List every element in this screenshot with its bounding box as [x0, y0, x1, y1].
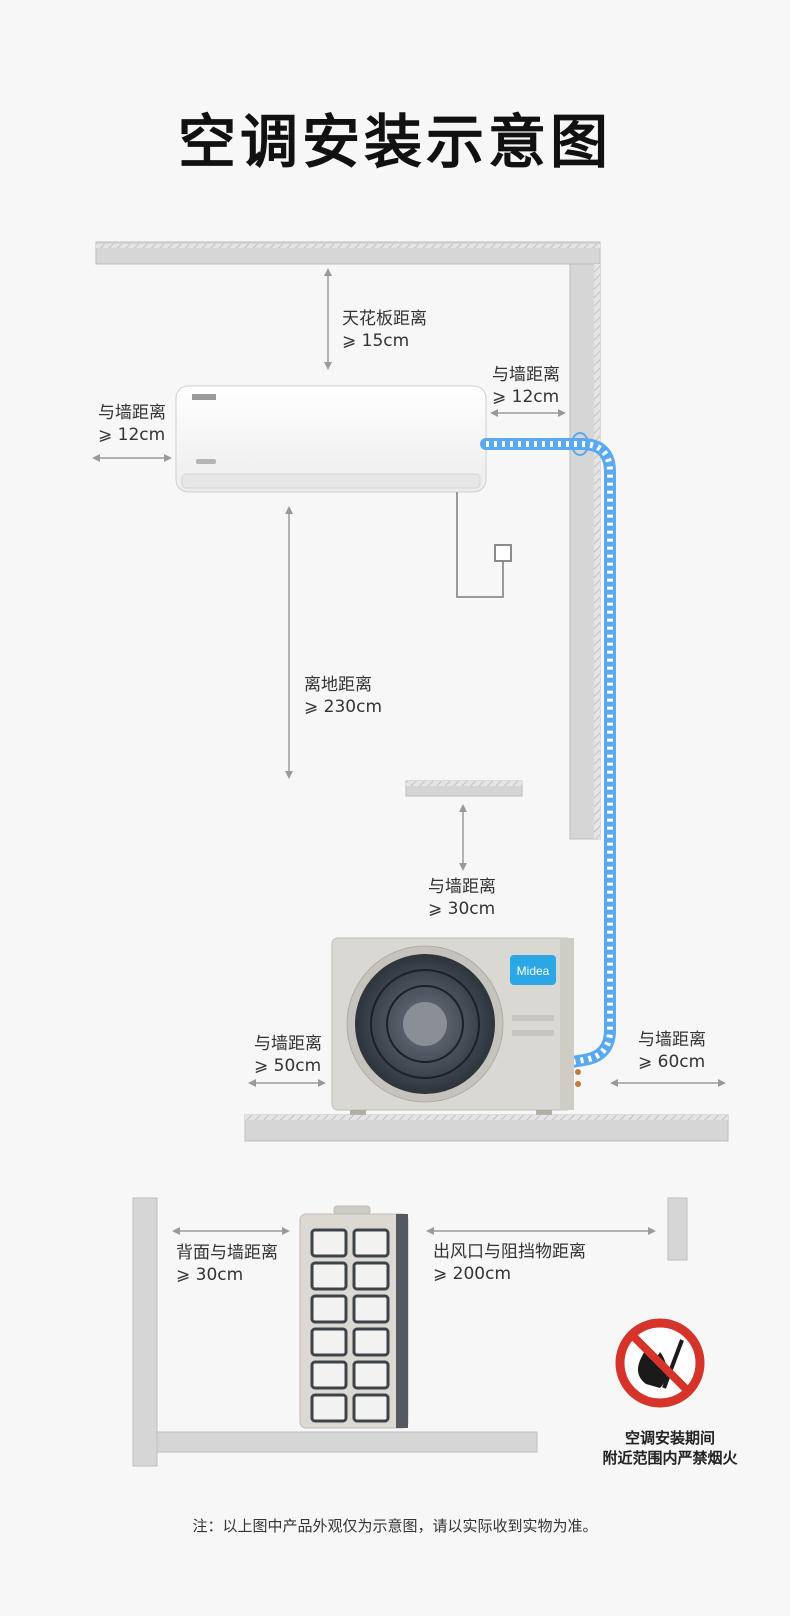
outdoor-foot-left	[350, 1110, 366, 1116]
label-outlet-distance: 出风口与阻挡物距离 ⩾ 200cm	[433, 1241, 586, 1285]
side-grille-cell	[352, 1294, 390, 1324]
warning-text: 空调安装期间 附近范围内严禁烟火	[590, 1428, 750, 1468]
label-outdoor-top-title: 与墙距离	[428, 877, 496, 897]
label-outdoor-left: 与墙距离 ⩾ 50cm	[254, 1033, 322, 1077]
side-view-obstacle	[667, 1197, 688, 1261]
side-grille-cell	[310, 1393, 348, 1423]
side-grille-cell	[310, 1327, 348, 1357]
label-indoor-right-value: ⩾ 12cm	[492, 387, 560, 407]
label-outdoor-left-value: ⩾ 50cm	[254, 1056, 322, 1076]
dimension-arrows	[92, 268, 726, 1235]
warning-line1: 空调安装期间	[624, 1429, 715, 1447]
drain-and-socket	[456, 492, 512, 598]
label-floor-distance: 离地距离 ⩾ 230cm	[304, 674, 382, 718]
label-floor-value: ⩾ 230cm	[304, 697, 383, 717]
side-view-back-wall	[132, 1197, 158, 1467]
side-view-walls	[132, 1197, 688, 1467]
label-outlet-title: 出风口与阻挡物距离	[433, 1242, 586, 1262]
side-grille-cell	[352, 1360, 390, 1390]
flame-icon	[638, 1346, 667, 1388]
side-grille-cell	[352, 1393, 390, 1423]
side-grille-cell	[310, 1360, 348, 1390]
prohibition-slash	[629, 1332, 691, 1394]
refrigerant-pipe	[480, 432, 616, 1068]
label-back-wall-title: 背面与墙距离	[176, 1243, 278, 1263]
side-grille-cell	[352, 1228, 390, 1258]
outdoor-unit: Midea	[331, 937, 581, 1116]
page-title: 空调安装示意图	[177, 108, 612, 176]
room-walls	[95, 241, 601, 840]
valve-2	[575, 1081, 581, 1087]
label-indoor-left-wall: 与墙距离 ⩾ 12cm	[98, 402, 166, 446]
label-ceiling-title: 天花板距离	[342, 309, 427, 329]
outdoor-brand-badge	[510, 955, 556, 985]
pipe-outer	[480, 438, 616, 1068]
power-socket	[494, 544, 512, 562]
outdoor-vent-1	[512, 1015, 554, 1021]
outdoor-foot-right	[536, 1110, 552, 1116]
label-back-wall-value: ⩾ 30cm	[176, 1265, 244, 1285]
label-ceiling-distance: 天花板距离 ⩾ 15cm	[342, 308, 427, 352]
outdoor-brand-logo: Midea	[517, 964, 550, 978]
label-outdoor-top: 与墙距离 ⩾ 30cm	[428, 876, 496, 920]
side-view-floor	[156, 1431, 538, 1453]
drain-pipe	[456, 492, 504, 598]
side-grille-cell	[310, 1261, 348, 1291]
side-unit-handle	[333, 1205, 371, 1215]
obstacle-hatch	[406, 781, 522, 786]
indoor-unit-louver	[181, 473, 481, 489]
label-indoor-right-wall: 与墙距离 ⩾ 12cm	[492, 364, 560, 408]
side-grille-cell	[310, 1228, 348, 1258]
outdoor-vent-2	[512, 1030, 554, 1036]
label-outlet-value: ⩾ 200cm	[433, 1264, 512, 1284]
side-grille-cell	[352, 1261, 390, 1291]
label-outdoor-right-title: 与墙距离	[638, 1030, 706, 1050]
side-grille-cell	[310, 1294, 348, 1324]
warning-line2: 附近范围内严禁烟火	[602, 1449, 738, 1467]
valve-1	[575, 1069, 581, 1075]
label-indoor-left-title: 与墙距离	[98, 403, 166, 423]
label-outdoor-right: 与墙距离 ⩾ 60cm	[638, 1029, 706, 1073]
side-grille-cell	[352, 1327, 390, 1357]
indoor-unit	[175, 385, 487, 493]
fan-grill-ring2	[386, 985, 464, 1063]
label-indoor-left-value: ⩾ 12cm	[98, 425, 166, 445]
label-indoor-right-title: 与墙距离	[492, 365, 560, 385]
side-wall-hatch	[594, 264, 600, 839]
label-back-wall: 背面与墙距离 ⩾ 30cm	[176, 1242, 278, 1286]
label-ceiling-value: ⩾ 15cm	[342, 331, 410, 351]
no-fire-sign	[615, 1318, 705, 1408]
fan-grill-ring1	[370, 969, 480, 1079]
outdoor-unit-side	[560, 938, 574, 1110]
label-outdoor-top-value: ⩾ 30cm	[428, 899, 496, 919]
ground-slab-hatch	[245, 1115, 728, 1120]
disclaimer-note: 注：以上图中产品外观仅为示意图，请以实际收到实物为准。	[192, 1517, 598, 1535]
ceiling-hatch	[96, 244, 600, 248]
label-floor-title: 离地距离	[304, 675, 372, 695]
fan-hub	[403, 1002, 447, 1046]
side-unit-front-grill	[396, 1214, 408, 1428]
pipe-wall-sleeve	[571, 432, 589, 456]
indoor-display-icon	[192, 394, 216, 400]
indoor-brand-mark	[196, 459, 216, 464]
match-icon	[662, 1339, 684, 1389]
label-outdoor-right-value: ⩾ 60cm	[638, 1052, 706, 1072]
side-view-outdoor-unit	[299, 1205, 409, 1429]
label-outdoor-left-title: 与墙距离	[254, 1034, 322, 1054]
